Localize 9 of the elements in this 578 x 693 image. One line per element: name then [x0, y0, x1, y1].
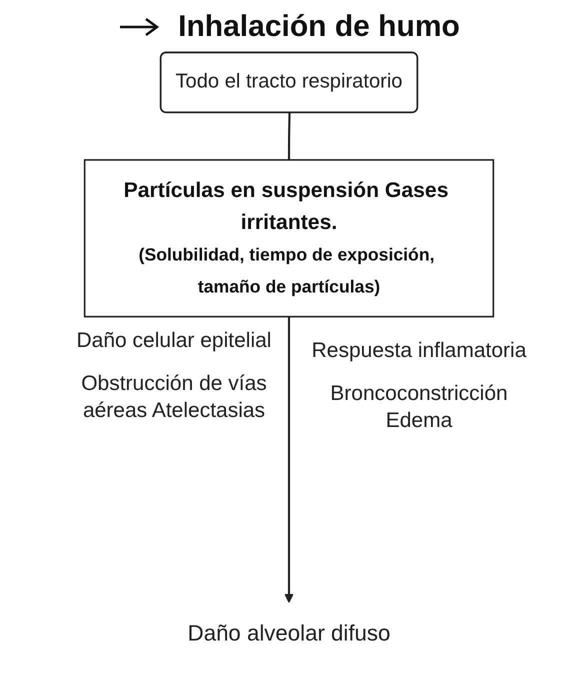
node-box: Partículas en suspensión Gases irritantes. (Solubilidad, tiempo de exposición, tamaño de partículas) — [84, 159, 494, 318]
side-note: Broncoconstricción Edema — [329, 380, 509, 434]
side-note: Obstrucción de vías aéreas Atelectasias — [80, 370, 268, 424]
title: Inhalación de humo — [178, 10, 460, 44]
side-note: Daño celular epitelial — [76, 328, 272, 354]
side-note: Respuesta inflamatoria — [310, 338, 528, 364]
node-text: Daño alveolar difuso — [188, 622, 390, 646]
connector — [288, 112, 291, 160]
arrow — [284, 316, 294, 603]
